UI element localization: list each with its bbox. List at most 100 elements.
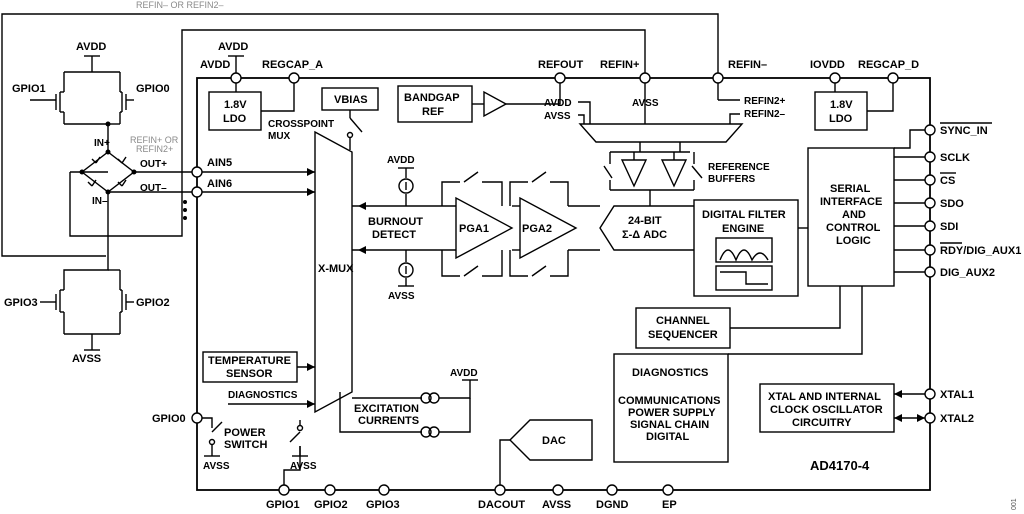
- ldo-a-line2: LDO: [223, 113, 247, 125]
- bandgap-line1: BANDGAP: [404, 92, 460, 104]
- pin-avdd: [230, 72, 242, 84]
- pin-dig-aux2-label: DIG_AUX2: [940, 267, 995, 279]
- serial-line4: CONTROL: [826, 222, 881, 234]
- pin-iovdd-label: IOVDD: [810, 59, 845, 71]
- pin-dacout: [494, 484, 506, 496]
- pin-rdy-dig-aux1-label: RDY/DIG_AUX1: [940, 245, 1021, 257]
- diag-line5: DIGITAL: [646, 431, 689, 443]
- power-switch-line2: SWITCH: [224, 439, 267, 451]
- pga2-label: PGA2: [522, 223, 552, 235]
- refout-buffer: [483, 90, 508, 118]
- pin-sdo-label: SDO: [940, 198, 964, 210]
- serial-interface-block: [807, 147, 895, 287]
- refin-or-refin2-note-2: REFIN2+: [136, 144, 173, 154]
- pin-regcap-a-label: REGCAP_A: [262, 59, 323, 71]
- refin-or-refin2-note-1: REFIN+ OR: [130, 135, 179, 145]
- xmux-block: [314, 130, 353, 414]
- excitation-line2: CURRENTS: [358, 415, 419, 427]
- pin-gpio0: [191, 412, 203, 424]
- ext-gpio1-label: GPIO1: [12, 83, 46, 95]
- ref-avss-label: AVSS: [544, 111, 571, 122]
- pin-xtal1: [924, 388, 936, 400]
- pin-ep: [662, 484, 674, 496]
- pin-refout: [554, 72, 566, 84]
- ref-buffers-line1: REFERENCE: [708, 162, 770, 173]
- right-pins: SYNC_IN SCLK CS SDO SDI RDY/DIG_AUX1 DIG…: [894, 122, 1021, 279]
- refin-plus-loop-wire: [69, 29, 646, 237]
- adc-line1: 24-BIT: [628, 215, 662, 227]
- channel-seq-line2: SEQUENCER: [648, 329, 718, 341]
- pga1-label: PGA1: [459, 223, 489, 235]
- pin-refin-minus-label: REFIN–: [728, 59, 767, 71]
- adc-line2: Σ-Δ ADC: [622, 229, 667, 241]
- pin-sync-in-label: SYNC_IN: [940, 125, 988, 137]
- pin-cs-label: CS: [940, 175, 955, 187]
- adc-block: [599, 205, 697, 251]
- serial-line5: LOGIC: [836, 235, 871, 247]
- dig-aux1-text: /DIG_AUX1: [963, 245, 1021, 257]
- pin-sdi: [924, 220, 936, 232]
- ext-gpio3-label: GPIO3: [4, 297, 38, 309]
- pin-dig-aux2: [924, 266, 936, 278]
- digital-filter-line2: ENGINE: [722, 223, 764, 235]
- pin-gpio3-label: GPIO3: [366, 499, 400, 511]
- dac-block: [509, 419, 593, 461]
- pga2-block: [519, 196, 578, 260]
- serial-line3: AND: [842, 209, 866, 221]
- burnout-avdd-label: AVDD: [387, 155, 415, 166]
- ext-gpio2-label: GPIO2: [136, 297, 170, 309]
- refin-or-refin2-label: REFIN– OR REFIN2–: [136, 0, 224, 10]
- pin-refin-plus-label: REFIN+: [600, 59, 639, 71]
- figure-id: 001: [1011, 498, 1018, 510]
- diag-line4: SIGNAL CHAIN: [630, 419, 709, 431]
- refin2-minus-label: REFIN2–: [744, 109, 786, 120]
- pin-gpio1: [278, 484, 290, 496]
- pin-xtal1-label: XTAL1: [940, 389, 974, 401]
- ext-avss-label: AVSS: [72, 353, 101, 365]
- power-switch-avss-label: AVSS: [203, 461, 230, 472]
- bandgap-line2: REF: [422, 106, 444, 118]
- pin-ain5: [191, 166, 203, 178]
- bandgap-ref-block: [397, 85, 473, 123]
- power-switch-line1: POWER: [224, 427, 266, 439]
- pin-refout-label: REFOUT: [538, 59, 584, 71]
- pin-ain6-label: AIN6: [207, 178, 232, 190]
- xtal-line2: CLOCK OSCILLATOR: [770, 404, 883, 416]
- ref-buffers-line2: BUFFERS: [708, 174, 756, 185]
- pin-sclk-label: SCLK: [940, 152, 970, 164]
- ldo-d-block: [814, 91, 868, 131]
- refin2-plus-label: REFIN2+: [744, 96, 786, 107]
- pin-dgnd: [606, 484, 618, 496]
- dac-label: DAC: [542, 435, 566, 447]
- pin-ain6: [191, 186, 203, 198]
- refin-minus-loop-wire: [1, 13, 719, 257]
- pin-avss-label: AVSS: [542, 499, 571, 511]
- pin-sdi-label: SDI: [940, 221, 958, 233]
- pin-avss: [552, 484, 564, 496]
- pin-gpio2-label: GPIO2: [314, 499, 348, 511]
- in-minus-label: IN–: [92, 196, 108, 207]
- burnout-line1: BURNOUT: [368, 216, 423, 228]
- pin-refin-plus: [639, 72, 651, 84]
- pin-regcap-a: [288, 72, 300, 84]
- pin-gpio0-label: GPIO0: [152, 413, 186, 425]
- xmux-label: X-MUX: [318, 263, 354, 275]
- serial-line2: INTERFACE: [820, 196, 882, 208]
- diag-line2: COMMUNICATIONS: [618, 395, 720, 407]
- part-number: AD4170-4: [810, 458, 870, 473]
- pin-avdd-top-label: AVDD: [218, 41, 248, 53]
- crosspoint-label-1: CROSSPOINT: [268, 119, 334, 130]
- xtal-block: [759, 383, 895, 433]
- ref-avdd-label: AVDD: [544, 98, 572, 109]
- ref-select-mux: [578, 123, 744, 143]
- ldo-a-line1: 1.8V: [224, 99, 247, 111]
- bottom-pins: GPIO1 GPIO2 GPIO3 DACOUT AVSS DGND EP: [266, 484, 677, 511]
- out-plus-label: OUT+: [140, 159, 167, 170]
- pin-gpio1-label: GPIO1: [266, 499, 300, 511]
- burnout-line2: DETECT: [372, 229, 416, 241]
- gpio1-switch-avss-label: AVSS: [290, 461, 317, 472]
- pin-xtal2: [924, 412, 936, 424]
- pin-regcap-d-label: REGCAP_D: [858, 59, 919, 71]
- pin-gpio3: [378, 484, 390, 496]
